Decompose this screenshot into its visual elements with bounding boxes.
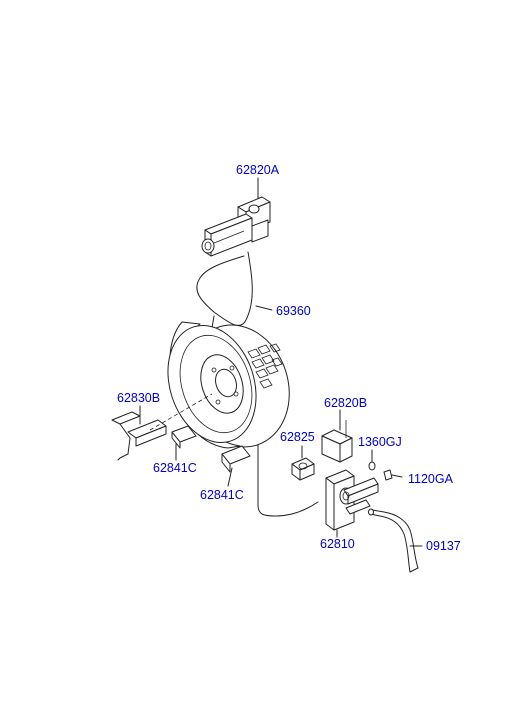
bolt-1360GJ <box>368 449 376 471</box>
label-62841C-upper[interactable]: 62841C <box>153 461 197 475</box>
handle-09137 <box>368 508 419 573</box>
label-62825[interactable]: 62825 <box>280 430 315 444</box>
winch-62810 <box>325 469 379 531</box>
label-62820B[interactable]: 62820B <box>324 396 367 410</box>
label-1360GJ[interactable]: 1360GJ <box>358 435 402 449</box>
left-bracket-62830B <box>111 393 213 461</box>
bolt-1120GA <box>383 469 403 481</box>
label-62820A[interactable]: 62820A <box>236 163 280 177</box>
label-62830B[interactable]: 62830B <box>117 391 160 405</box>
label-69360[interactable]: 69360 <box>276 304 311 318</box>
upper-bracket-62820A <box>201 177 271 257</box>
pad-62841C-lower <box>221 445 251 473</box>
label-62810[interactable]: 62810 <box>320 537 355 551</box>
leader-lines <box>139 405 423 547</box>
bracket-62820B <box>321 420 353 463</box>
spare-tire <box>167 321 290 449</box>
label-62841C-lower[interactable]: 62841C <box>200 488 244 502</box>
label-09137[interactable]: 09137 <box>426 539 461 553</box>
label-1120GA[interactable]: 1120GA <box>408 472 454 486</box>
pad-62841C-upper <box>171 425 197 449</box>
bushing-62825 <box>291 457 315 481</box>
cable-69360 <box>196 251 319 517</box>
